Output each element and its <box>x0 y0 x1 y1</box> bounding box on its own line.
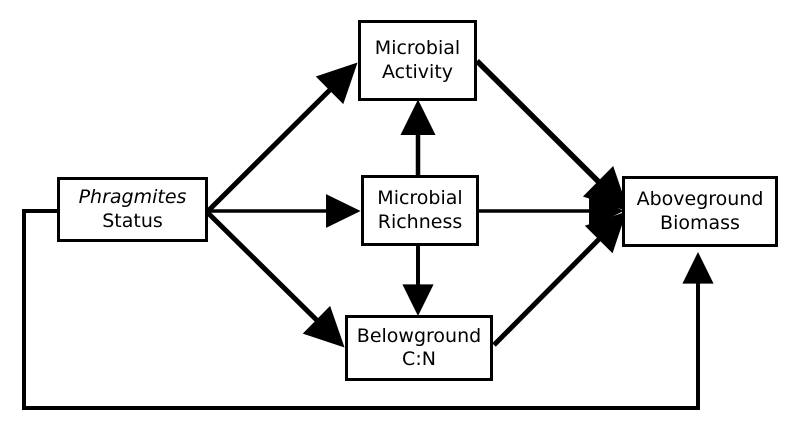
edge-belowground-cn-to-aboveground-biomass <box>492 211 627 347</box>
node-label-line: Status <box>102 209 163 232</box>
node-belowground-cn[interactable]: Belowground C:N <box>345 315 493 381</box>
edge-phragmites-to-belowground-cn <box>206 211 345 348</box>
node-label-line: C:N <box>402 348 436 370</box>
node-label-line: Microbial <box>374 37 461 60</box>
edge-aboveground-biomass-to-phragmites <box>22 209 714 410</box>
node-microbial-activity[interactable]: Microbial Activity <box>358 20 477 101</box>
node-label-line: Biomass <box>660 211 740 234</box>
node-label-line: Activity <box>381 60 454 83</box>
node-label-line: Microbial <box>377 187 463 210</box>
node-label-line: Richness <box>377 210 463 233</box>
edge-microbial-activity-to-aboveground-biomass <box>475 59 629 212</box>
node-aboveground-biomass[interactable]: Aboveground Biomass <box>622 176 778 247</box>
node-phragmites-status[interactable]: Phragmites Status <box>57 177 208 242</box>
node-label-line: Belowground <box>356 324 482 347</box>
edge-phragmites-to-microbial-activity <box>206 62 358 213</box>
node-microbial-richness[interactable]: Microbial Richness <box>361 175 479 246</box>
node-label-line: Phragmites <box>78 186 187 209</box>
node-label-line: Aboveground <box>636 188 764 211</box>
